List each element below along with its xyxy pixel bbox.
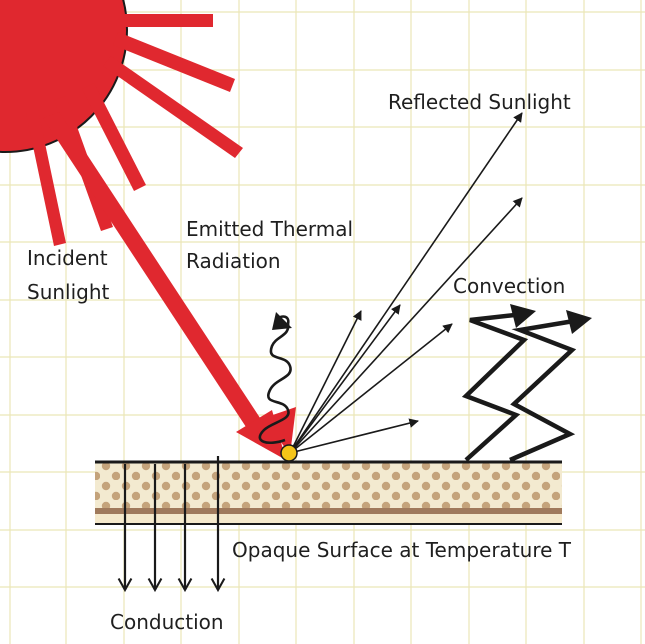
reflected-sunlight-label: Reflected Sunlight	[388, 90, 571, 114]
reflected-sunlight-rays	[289, 112, 523, 454]
opaque-surface-label: Opaque Surface at Temperature T	[232, 538, 571, 562]
emitted-thermal-label-line2: Radiation	[186, 249, 281, 273]
opaque-surface	[95, 460, 562, 525]
incident-sunlight-label-line1: Incident	[27, 246, 108, 270]
convection-arrows	[461, 311, 581, 463]
incident-sunlight-label-line2: Sunlight	[27, 280, 110, 304]
conduction-label: Conduction	[110, 610, 224, 634]
convection-label: Convection	[453, 274, 566, 298]
conduction-arrows	[117, 456, 226, 593]
convection-arrowheads	[510, 304, 592, 334]
emitted-thermal-radiation-arrow	[258, 312, 292, 444]
hotspot-icon	[280, 444, 298, 462]
emitted-thermal-label-line1: Emitted Thermal	[186, 217, 354, 241]
